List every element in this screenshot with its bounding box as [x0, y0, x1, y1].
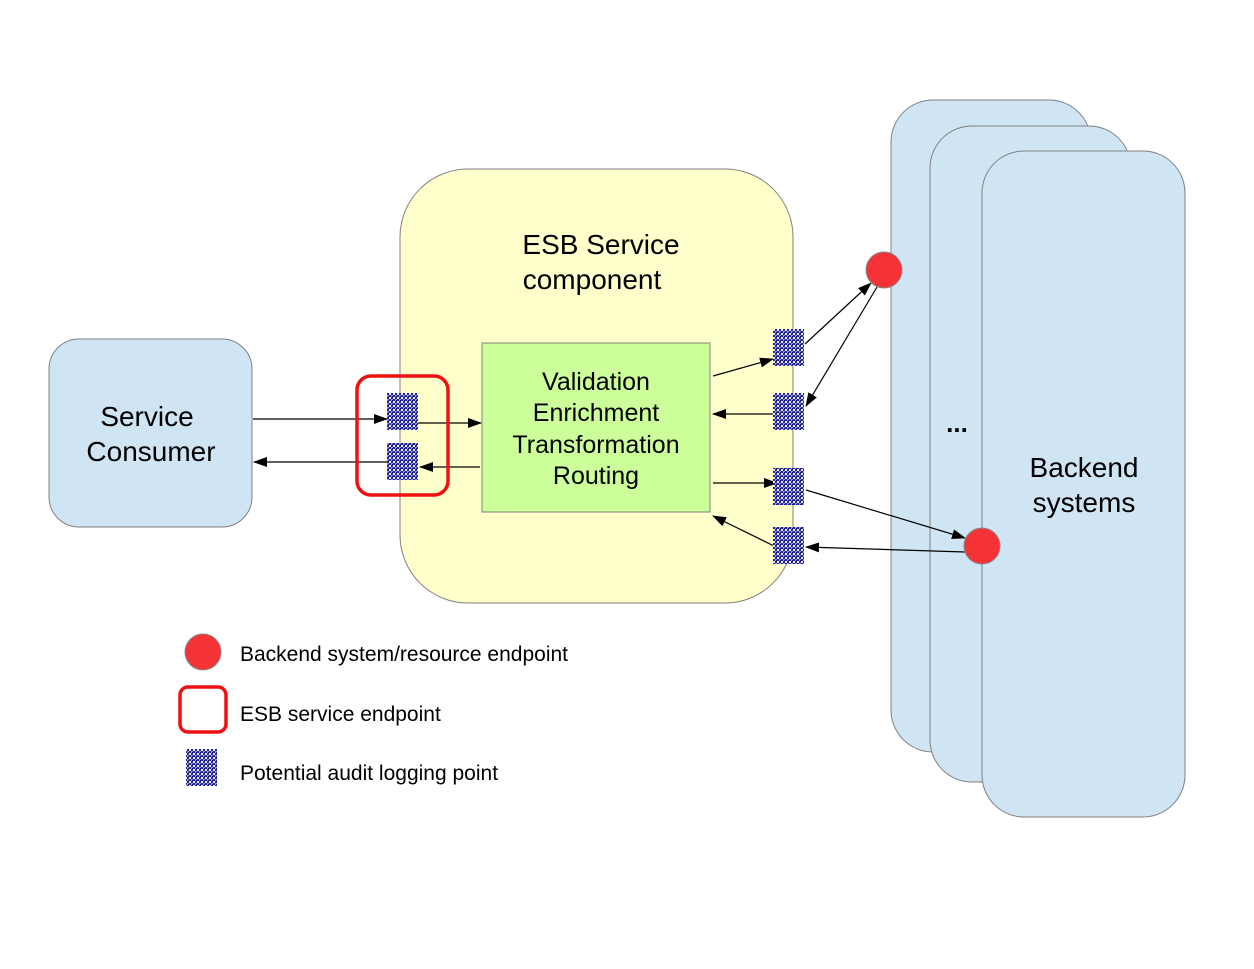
core-label-validation: Validation [542, 368, 650, 396]
backend-box-front [981, 150, 1186, 818]
arrow-audit-to-core-in2 [712, 515, 775, 547]
audit-point-backend1-out [773, 329, 804, 366]
esb-service-endpoint [355, 374, 450, 497]
audit-logging-points [387, 329, 804, 564]
core-label-transformation: Transformation [512, 431, 679, 459]
backend-systems-stack: ... Backend systems [890, 99, 1186, 818]
processing-core-box [481, 342, 711, 513]
backend-label-line1: Backend [1030, 452, 1139, 483]
legend-red-rounded-square-icon [178, 685, 228, 734]
audit-point-backend2-in [773, 527, 804, 564]
backend-ellipsis: ... [946, 408, 968, 438]
audit-point-inbound-response [387, 443, 418, 480]
processing-core: Validation Enrichment Transformation Rou… [481, 342, 711, 513]
esb-component-label-line1: ESB Service [522, 229, 679, 260]
legend-hatched-square-icon [186, 749, 217, 786]
service-consumer-label-line1: Service [100, 401, 193, 432]
arrow-audit-to-backend2 [805, 489, 966, 540]
esb-component-label-line2: component [523, 264, 662, 295]
arrow-audit-to-backend1 [804, 282, 872, 345]
legend: Backend system/resource endpoint ESB ser… [178, 633, 568, 786]
audit-point-inbound-request [387, 393, 418, 430]
service-consumer-label-line2: Consumer [86, 436, 215, 467]
legend-label-audit-point: Potential audit logging point [240, 762, 498, 785]
backend-endpoint-2 [963, 527, 1001, 565]
service-consumer: Service Consumer [48, 338, 253, 528]
legend-label-esb-endpoint: ESB service endpoint [240, 703, 441, 726]
audit-point-backend2-out [773, 468, 804, 505]
service-consumer-box [48, 338, 253, 528]
core-label-enrichment: Enrichment [533, 399, 659, 427]
core-label-routing: Routing [553, 462, 639, 490]
connectors [253, 282, 966, 553]
audit-point-backend1-in [773, 393, 804, 430]
arrow-core-to-audit-out1 [712, 357, 774, 377]
legend-label-backend-endpoint: Backend system/resource endpoint [240, 643, 568, 666]
legend-red-circle-icon [184, 633, 222, 671]
backend-label-line2: systems [1033, 487, 1136, 518]
arrow-backend2-to-audit [805, 542, 966, 553]
arrow-backend1-to-audit [805, 286, 878, 407]
backend-endpoint-1 [865, 251, 903, 289]
